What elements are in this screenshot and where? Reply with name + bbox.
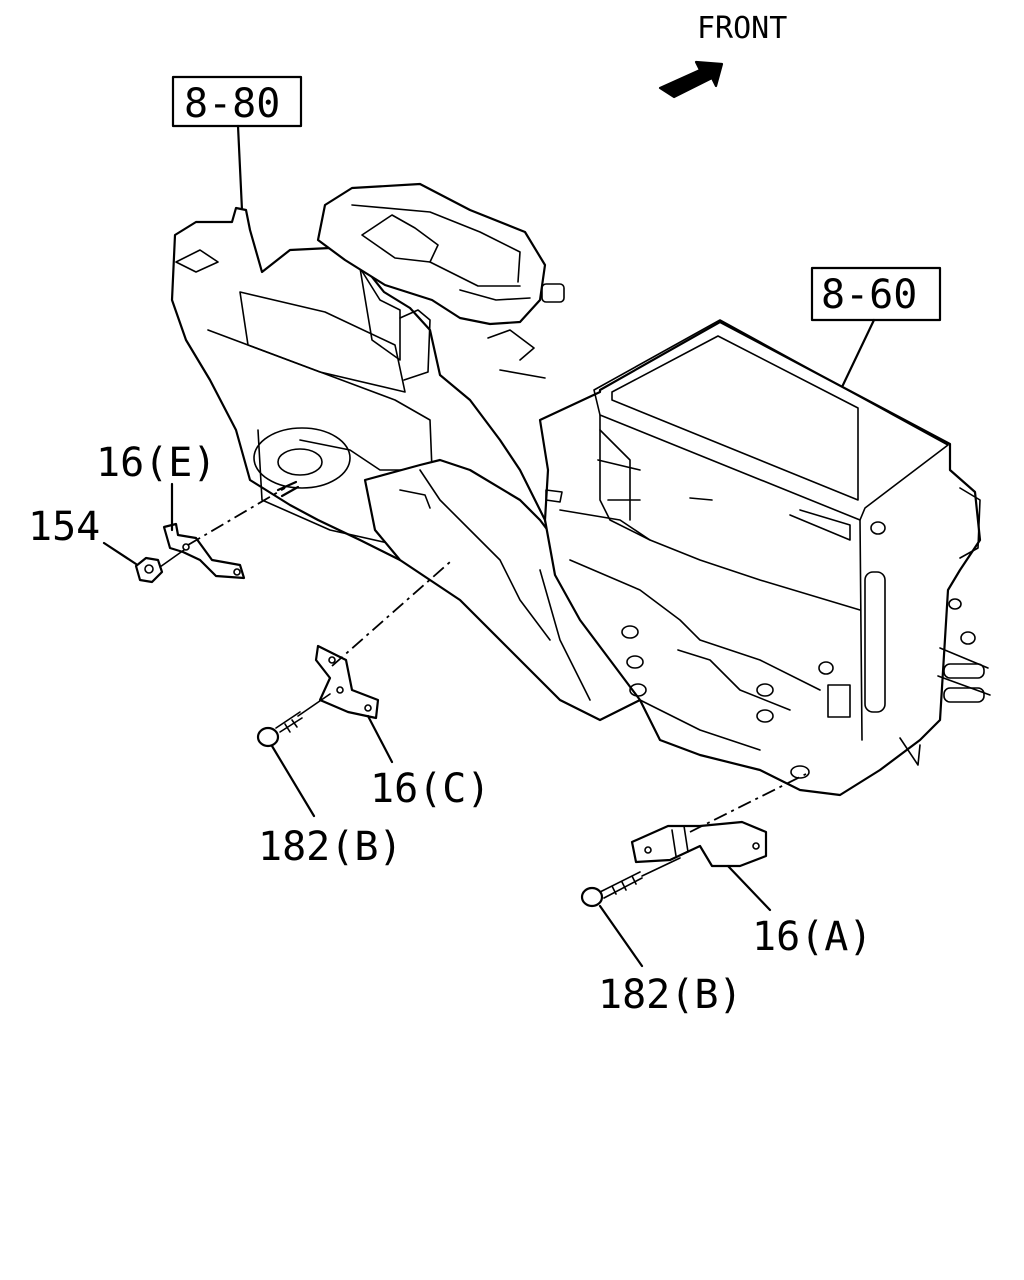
bracket-16e[interactable] bbox=[162, 522, 246, 580]
bracket-16c[interactable] bbox=[314, 644, 380, 720]
stud-16e bbox=[276, 480, 300, 498]
leader-nut-to-bracket bbox=[159, 549, 185, 568]
nut-154[interactable] bbox=[134, 556, 164, 584]
leader-154 bbox=[102, 541, 138, 566]
dash-line-16e bbox=[187, 487, 286, 546]
reference-label-8-80: 8-80 bbox=[184, 81, 280, 127]
leader-16a bbox=[726, 864, 772, 912]
leader-16c bbox=[366, 714, 394, 764]
dash-line-182b-right bbox=[641, 857, 681, 877]
callout-16c: 16(C) bbox=[370, 766, 490, 812]
reference-box-8-60[interactable]: 8-60 bbox=[810, 266, 942, 322]
callout-154: 154 bbox=[28, 504, 100, 550]
front-label: FRONT bbox=[697, 11, 787, 46]
reference-label-8-60: 8-60 bbox=[821, 272, 917, 318]
callout-16a: 16(A) bbox=[752, 914, 872, 960]
arrow-front-icon bbox=[658, 60, 724, 99]
callout-182b-left: 182(B) bbox=[258, 824, 403, 870]
leader-8-80 bbox=[236, 124, 244, 212]
dash-line-16a bbox=[689, 773, 807, 833]
reference-box-8-80[interactable]: 8-80 bbox=[171, 75, 303, 128]
hvac-unit-assembly bbox=[170, 182, 991, 797]
screw-182b-left[interactable] bbox=[256, 711, 303, 748]
callout-182b-right: 182(B) bbox=[598, 972, 743, 1018]
dash-line-182b-left bbox=[297, 693, 331, 717]
leader-182b-left bbox=[270, 744, 316, 818]
leader-182b-right bbox=[598, 904, 644, 968]
screw-182b-right[interactable] bbox=[580, 871, 643, 908]
callout-16e: 16(E) bbox=[96, 440, 216, 486]
bracket-16a[interactable] bbox=[630, 820, 768, 868]
